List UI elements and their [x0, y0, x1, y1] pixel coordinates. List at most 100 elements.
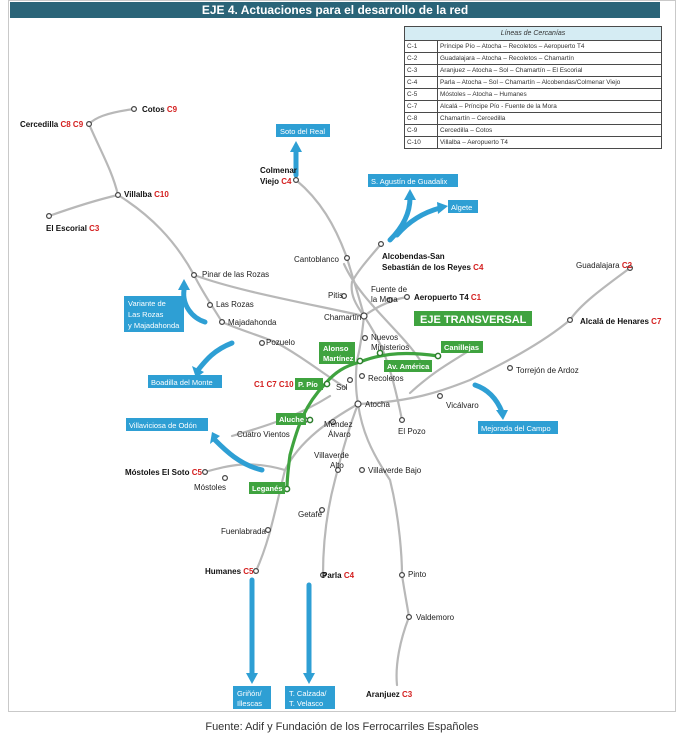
box-tcalzada[interactable]: [285, 686, 335, 709]
label-chamartin: Chamartín: [324, 313, 361, 322]
station-dot-las-rozas[interactable]: [207, 302, 214, 309]
label-el-pozo: El Pozo: [398, 427, 426, 436]
label-aranjuez: Aranjuez C3: [366, 690, 413, 699]
station-dot-fuente-mora[interactable]: [387, 297, 394, 304]
eje-box-av-america[interactable]: [384, 360, 432, 372]
station-dot-torrejon[interactable]: [507, 365, 514, 372]
eje-dot-canillejas[interactable]: [434, 352, 442, 360]
eje-box-p-pio[interactable]: [295, 378, 323, 390]
box-boadilla[interactable]: [148, 375, 222, 388]
eje-dot-av-america[interactable]: [376, 349, 384, 357]
station-dot-alcala[interactable]: [566, 317, 573, 324]
station-dot-pinto[interactable]: [399, 571, 406, 578]
arrow-algete: [394, 205, 443, 238]
box-s-agustin[interactable]: [368, 174, 458, 187]
label-cercedilla: Cercedilla C8 C9: [20, 120, 84, 129]
label-villaviciosa: Villaviciosa de Odón: [129, 421, 197, 430]
station-labels: Cotos C9 Cercedilla C8 C9 Villalba C10 E…: [20, 105, 662, 699]
label-colmenar-1: Colmenar: [260, 166, 297, 175]
station-dot-alcobendas[interactable]: [378, 241, 385, 248]
station-dot-mostoles-soto[interactable]: [202, 469, 209, 476]
station-dot-villaverde-bajo[interactable]: [359, 467, 366, 474]
station-dot-majadahonda[interactable]: [219, 319, 226, 326]
station-dot-cercedilla[interactable]: [85, 120, 92, 127]
label-grinon-1: Griñón/: [237, 689, 263, 698]
eje-dot-leganes[interactable]: [283, 485, 291, 493]
source-caption: Fuente: Adif y Fundación de los Ferrocar…: [205, 721, 479, 733]
label-mostoles-soto: Móstoles El Soto C5: [125, 468, 202, 477]
station-dot-cotos[interactable]: [131, 105, 138, 112]
label-nuevos-2: Ministerios: [371, 343, 409, 352]
station-dot-pinar[interactable]: [191, 272, 198, 279]
box-grinon[interactable]: [233, 686, 271, 709]
station-dot-cantoblanco[interactable]: [344, 255, 351, 262]
label-grinon-2: Illescas: [237, 699, 262, 708]
arrowhead-algete: [437, 202, 448, 214]
label-variante-1: Variante de: [128, 299, 166, 308]
legend-route: Villalba – Aeropuerto T4: [437, 136, 661, 148]
legend-code: C-10: [405, 136, 438, 148]
station-dot-villaverde-alto[interactable]: [335, 467, 342, 474]
eje-box-alonso[interactable]: [319, 342, 355, 364]
eje-box-aluche[interactable]: [276, 413, 306, 425]
legend-code: C-4: [405, 76, 438, 89]
label-algete: Algete: [451, 203, 472, 212]
label-parla: Parla C4: [322, 571, 355, 580]
eje-dot-alonso[interactable]: [356, 357, 364, 365]
label-tcalzada-2: T. Velasco: [289, 699, 323, 708]
station-dot-vicalvaro[interactable]: [437, 393, 444, 400]
line-parla: [321, 402, 360, 577]
station-dot-guadalajara[interactable]: [626, 265, 633, 272]
station-dot-aeropuerto[interactable]: [404, 294, 411, 301]
eje-title-box[interactable]: [414, 311, 532, 326]
line-mostoles: [203, 463, 287, 474]
label-getafe: Getafe: [298, 510, 323, 519]
box-soto-real[interactable]: [276, 124, 330, 137]
station-dot-mendez[interactable]: [330, 419, 337, 426]
station-dot-getafe[interactable]: [319, 507, 326, 514]
station-dot-mostoles[interactable]: [222, 475, 229, 482]
line-cotos: [87, 107, 136, 126]
legend-code: C-1: [405, 41, 438, 53]
station-dot-valdemoro[interactable]: [406, 613, 413, 620]
station-dot-humanes[interactable]: [253, 567, 260, 574]
station-dot-fuenlabrada[interactable]: [265, 526, 272, 533]
eje-dot-aluche[interactable]: [306, 416, 314, 424]
line-pinar-madrid: [192, 273, 348, 390]
station-dot-parla[interactable]: [320, 571, 327, 578]
eje-label-alonso-2: Martínez: [323, 354, 354, 363]
station-dot-nuevos[interactable]: [362, 335, 369, 342]
eje-box-leganes[interactable]: [249, 482, 285, 494]
station-dot-atocha[interactable]: [354, 400, 362, 408]
station-dot-recoletos[interactable]: [359, 373, 366, 380]
box-algete[interactable]: [448, 200, 478, 213]
label-vicalvaro: Vicálvaro: [446, 401, 479, 410]
eje-box-canillejas[interactable]: [441, 341, 483, 353]
label-pinto: Pinto: [408, 570, 427, 579]
station-dot-chamartin[interactable]: [360, 312, 368, 320]
station-dot-el-pozo[interactable]: [399, 417, 406, 424]
eje-dot-p-pio[interactable]: [323, 380, 331, 388]
station-dot-sol[interactable]: [347, 377, 354, 384]
box-mejorada[interactable]: [478, 421, 558, 434]
eje-title: EJE TRANSVERSAL: [420, 314, 527, 326]
station-dot-colmenar[interactable]: [293, 177, 300, 184]
station-dot-villalba[interactable]: [114, 192, 121, 199]
arrow-villaviciosa: [212, 437, 265, 473]
arrow-s-agustin: [387, 195, 413, 243]
legend-route: Alcalá – Príncipe Pío - Fuente de la Mor…: [437, 100, 661, 113]
eje-labels: EJE TRANSVERSAL Canillejas Av. América A…: [249, 311, 532, 494]
legend-code: C-2: [405, 52, 438, 65]
legend-route: Chamartín – Cercedilla: [437, 112, 661, 125]
box-variante[interactable]: [124, 296, 184, 332]
legend-code: C-8: [405, 112, 438, 125]
station-dot-escorial[interactable]: [45, 213, 52, 220]
station-dot-pozuelo[interactable]: [259, 340, 266, 347]
label-cotos: Cotos C9: [142, 105, 178, 114]
label-variante-3: y Majadahonda: [128, 321, 180, 330]
label-fuente-mora-2: la Mora: [371, 295, 398, 304]
box-villaviciosa[interactable]: [126, 418, 208, 431]
station-dot-pitis[interactable]: [341, 293, 348, 300]
